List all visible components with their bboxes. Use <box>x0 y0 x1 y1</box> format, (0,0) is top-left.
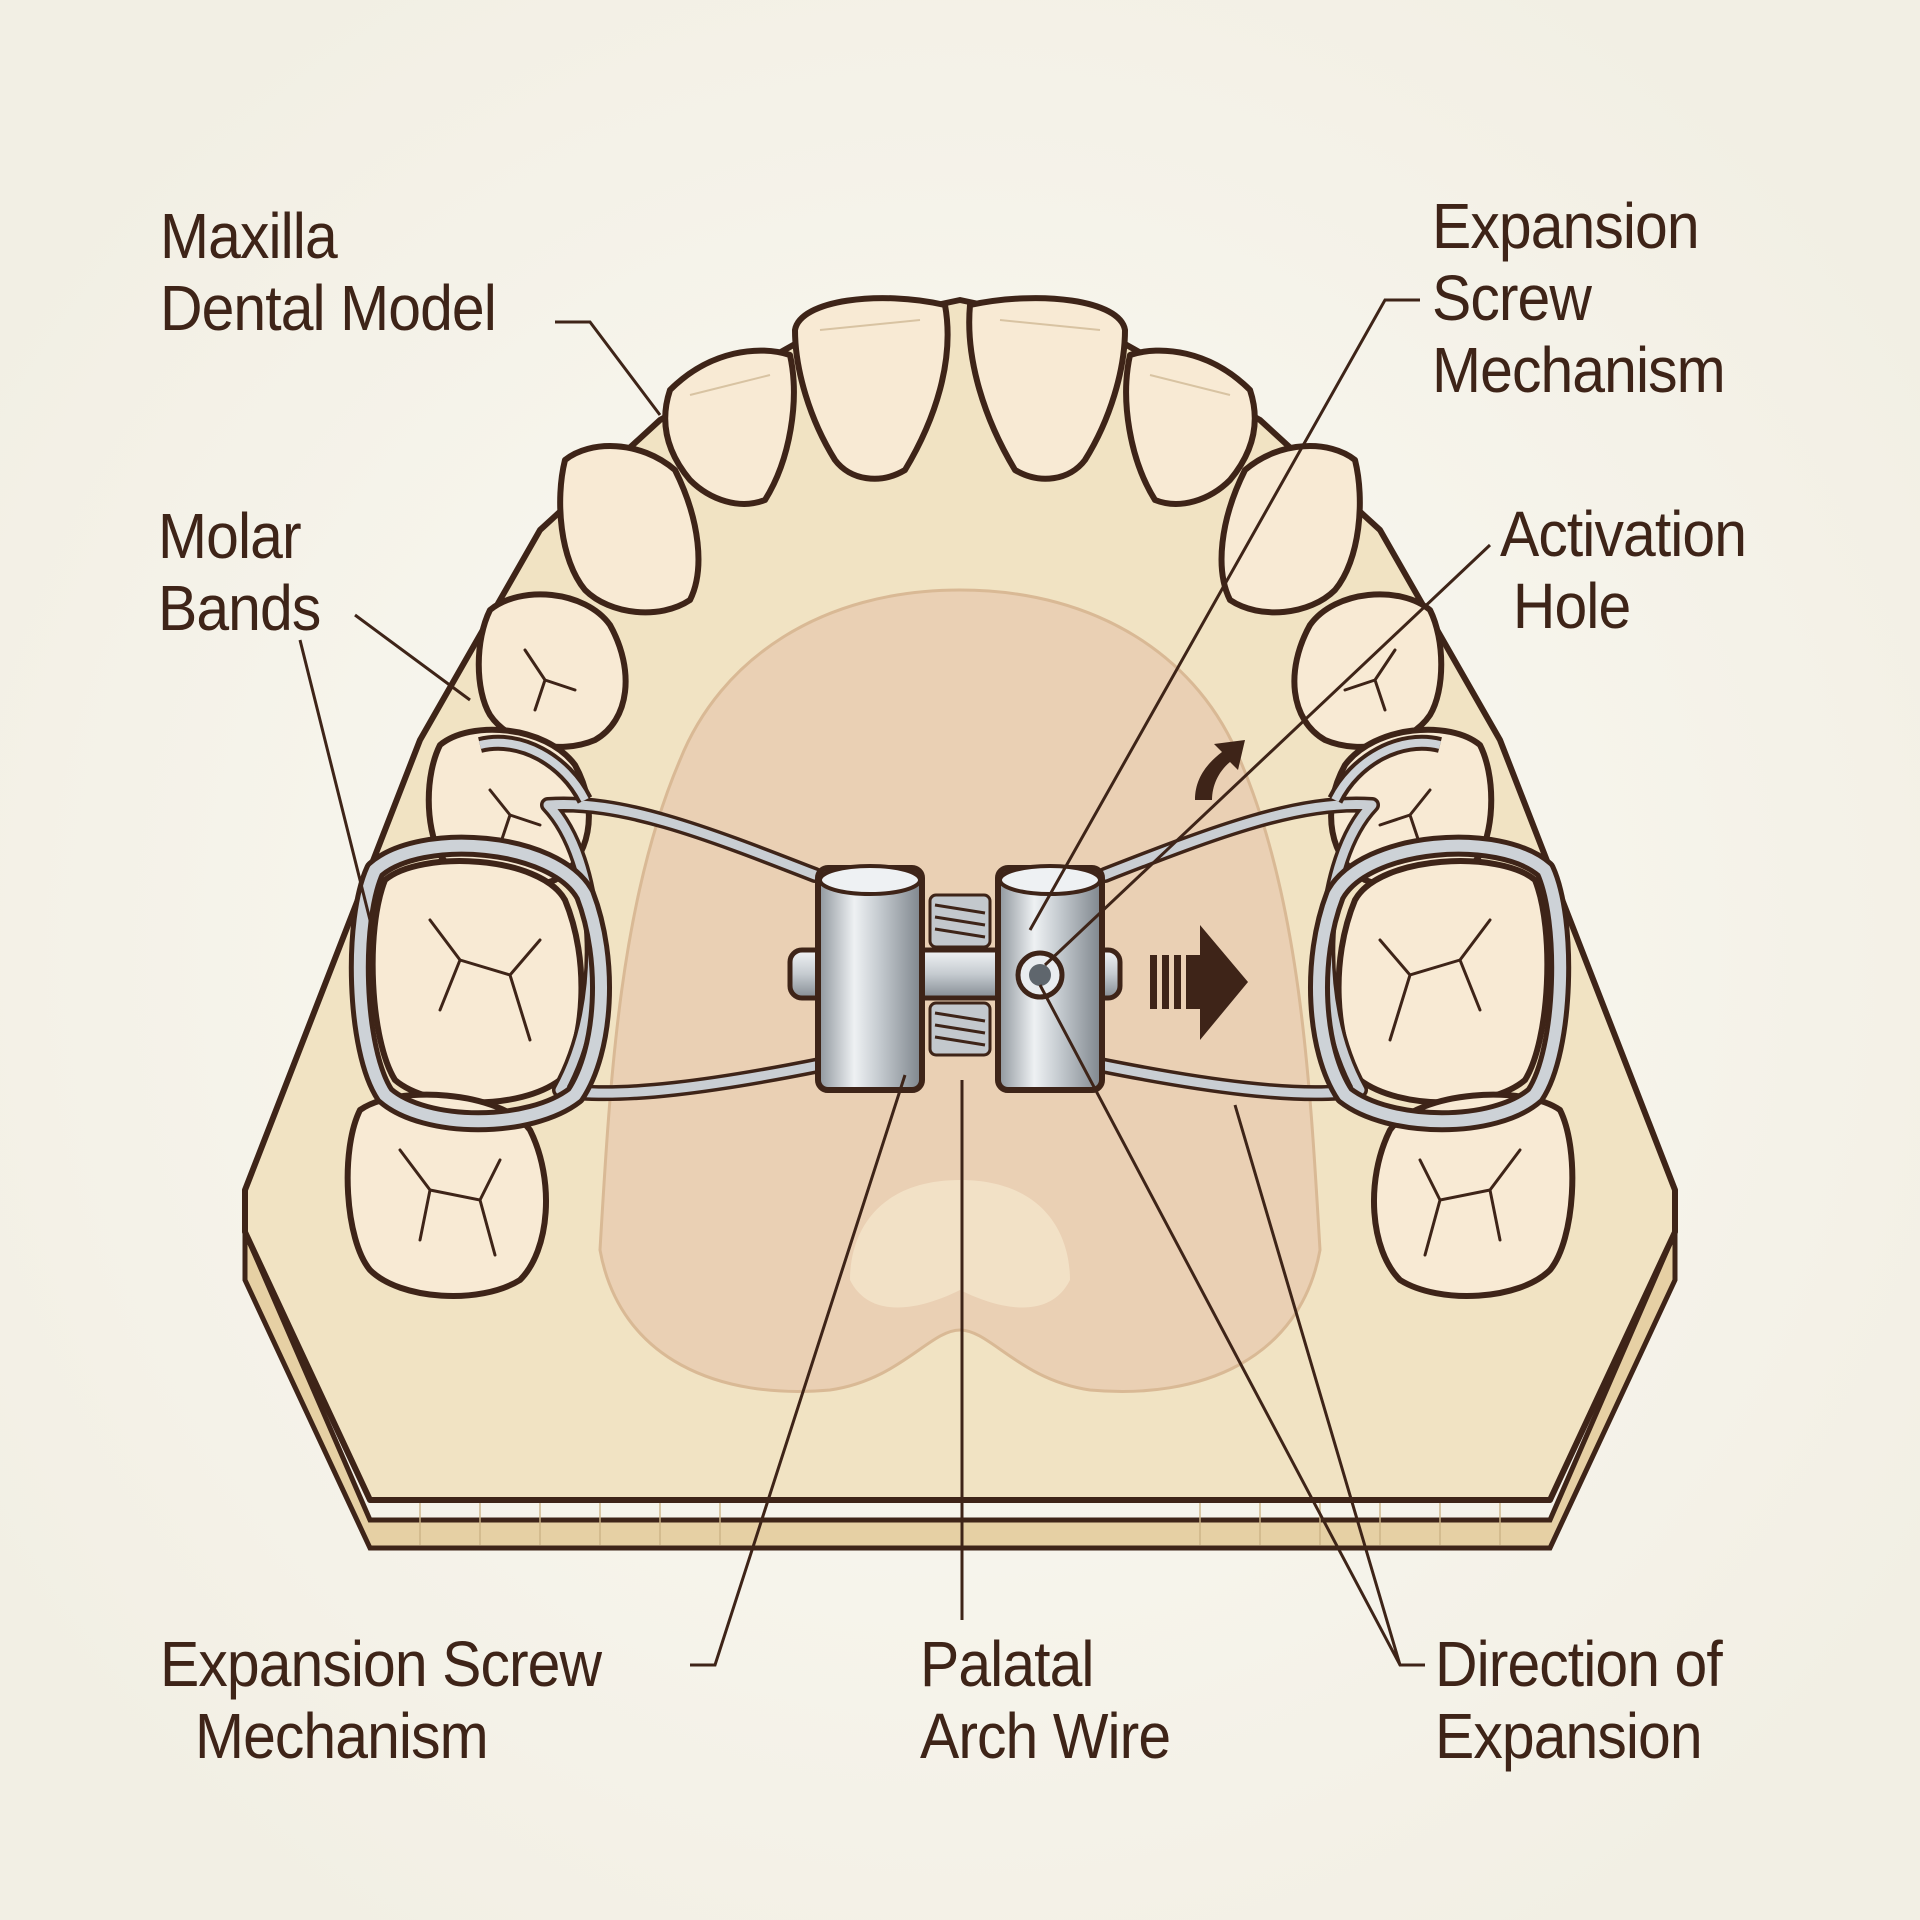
tooth-molar2-left <box>344 1091 549 1300</box>
molar-bands <box>348 734 1572 1133</box>
leader-activation <box>1043 543 1492 967</box>
tooth-fissures <box>398 648 1522 1257</box>
leader-direction <box>1038 984 1425 1667</box>
tooth-premolar1-right <box>1291 591 1445 750</box>
label-expansion-screw-mechanism-top: Expansion Screw Mechanism <box>1432 190 1726 406</box>
leader-maxilla <box>555 320 662 416</box>
tooth-canine-left <box>557 443 702 616</box>
rotation-arrow-icon <box>1195 740 1245 800</box>
palate-inner-highlight <box>850 1180 1070 1308</box>
teeth <box>344 295 1576 1300</box>
leader-molar <box>298 613 471 941</box>
label-molar-bands: Molar Bands <box>158 500 321 644</box>
label-direction-of-expansion: Direction of Expansion <box>1435 1628 1723 1772</box>
incisor-shading <box>689 319 1231 396</box>
label-activation-hole: Activation Hole <box>1500 498 1747 642</box>
label-palatal-arch-wire: Palatal Arch Wire <box>920 1628 1171 1772</box>
leader-screw-bottom <box>690 1074 907 1667</box>
leader-screw-top <box>1028 298 1420 931</box>
screw-block-left <box>815 865 925 1093</box>
tooth-lateral-left <box>662 347 797 507</box>
expansion-direction-arrow-icon <box>1150 925 1248 1040</box>
tooth-incisor-right <box>966 295 1128 482</box>
tooth-canine-right <box>1218 443 1363 616</box>
tooth-lateral-right <box>1123 347 1258 507</box>
tooth-molar1-left <box>369 858 585 1106</box>
tooth-incisor-left <box>792 295 951 482</box>
label-maxilla-dental-model: Maxilla Dental Model <box>160 200 497 344</box>
tooth-molar2-right <box>1371 1091 1576 1300</box>
spring-coils <box>934 903 986 1047</box>
expansion-screw-mechanism <box>787 864 1123 1093</box>
label-expansion-screw-mechanism-bottom: Expansion Screw Mechanism <box>160 1628 602 1772</box>
model-base-side <box>242 1231 1678 1551</box>
tooth-premolar1-left <box>475 591 629 750</box>
tooth-molar1-right <box>1335 858 1551 1106</box>
leader-lines <box>298 298 1492 1667</box>
